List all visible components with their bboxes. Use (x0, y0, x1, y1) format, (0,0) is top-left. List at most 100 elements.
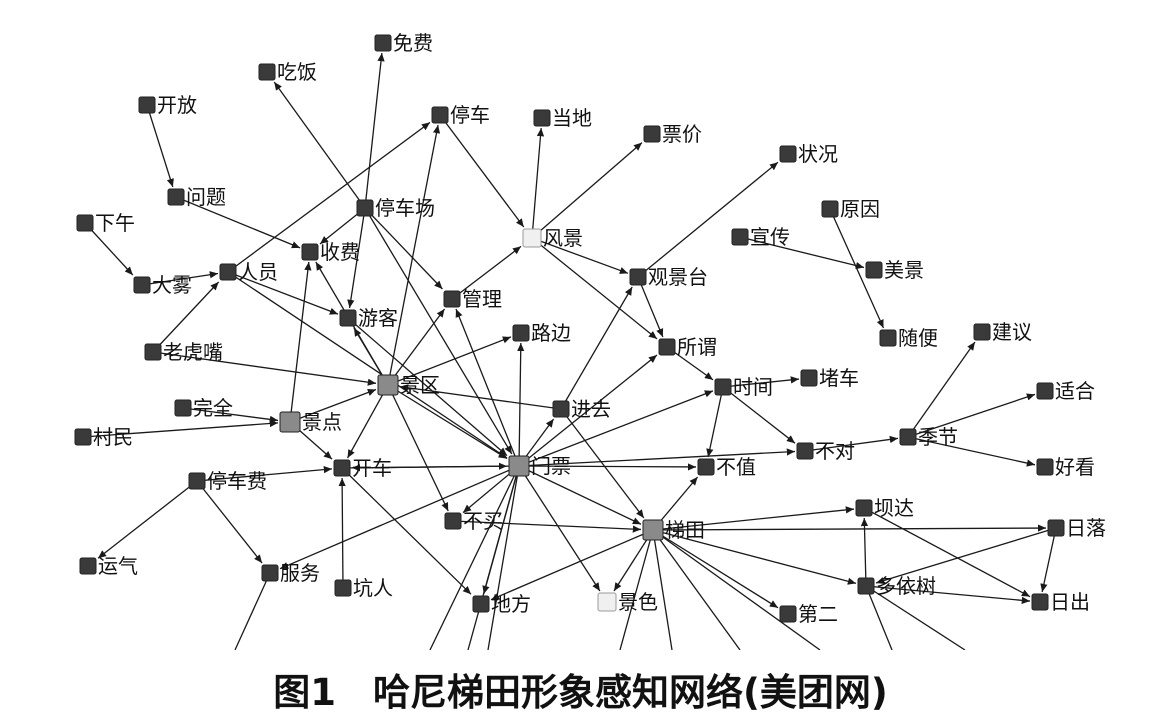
node-label: 收费 (320, 240, 360, 264)
node-label: 管理 (462, 287, 502, 311)
node-label: 开车 (352, 456, 392, 480)
node-景区: 景区 (377, 373, 440, 397)
node-景点: 景点 (279, 410, 342, 434)
edge-门票-服务 (279, 465, 520, 570)
edge-门票-景色 (518, 465, 601, 592)
node-marker (658, 338, 676, 356)
edge-季节-适合 (907, 393, 1036, 438)
edge-停车场-管理 (364, 207, 443, 290)
edge-门票-所谓 (518, 354, 658, 467)
edge-停车费-运气 (97, 480, 198, 559)
node-label: 问题 (186, 185, 226, 209)
edge-日落-日出 (1040, 527, 1057, 593)
edge-offscreen-梯田 (652, 529, 741, 650)
node-地方: 地方 (472, 592, 531, 616)
edge-不对-季节 (804, 435, 899, 452)
node-label: 停车场 (375, 196, 435, 220)
edge-完全-景点 (182, 407, 279, 423)
edge-layer (82, 52, 1057, 609)
node-marker (508, 455, 530, 477)
node-开放: 开放 (138, 93, 197, 117)
node-label: 坑人 (353, 576, 393, 600)
node-label: 停车费 (207, 469, 267, 493)
node-label: 多依树 (876, 574, 936, 598)
edge-时间-不值 (706, 386, 724, 458)
node-游客: 游客 (339, 306, 398, 330)
node-美景: 美景 (865, 258, 924, 282)
edge-季节-建议 (907, 341, 976, 438)
edge-游客-门票 (347, 317, 508, 457)
node-marker (629, 268, 647, 286)
node-label: 停车 (450, 103, 490, 127)
node-下午: 下午 (76, 211, 135, 235)
node-大雾: 大雾 (133, 273, 192, 297)
node-label: 游客 (358, 306, 398, 330)
edge-门票-时间 (518, 390, 714, 467)
edge-景区-停车 (387, 124, 441, 386)
node-随便: 随便 (879, 326, 938, 350)
node-当地: 当地 (533, 106, 592, 130)
node-吃饭: 吃饭 (258, 60, 317, 84)
node-label: 地方 (491, 592, 531, 616)
node-label: 坝达 (874, 496, 914, 520)
node-村民: 村民 (74, 425, 133, 449)
node-label: 适合 (1055, 379, 1095, 403)
node-marker (431, 106, 449, 124)
node-管理: 管理 (443, 287, 502, 311)
edge-多依树-日出 (865, 585, 1031, 604)
edge-问题-收费 (175, 196, 301, 249)
node-所谓: 所谓 (658, 335, 717, 359)
node-marker (472, 595, 490, 613)
node-marker (174, 399, 192, 417)
node-label: 景区 (400, 373, 440, 397)
edge-景区-不买 (387, 384, 449, 512)
node-marker (377, 374, 399, 396)
node-marker (76, 214, 94, 232)
node-marker (219, 263, 237, 281)
node-marker (855, 499, 873, 517)
edge-offscreen-多依树 (865, 585, 966, 650)
node-label: 风景 (543, 226, 583, 250)
edge-停车-风景 (439, 114, 525, 228)
node-不买: 不买 (444, 509, 503, 533)
node-停车场: 停车场 (356, 196, 435, 220)
node-label: 日落 (1066, 516, 1106, 540)
edge-管理-风景 (451, 245, 522, 300)
node-marker (643, 125, 661, 143)
node-marker (1036, 458, 1054, 476)
edge-村民-景点 (82, 419, 279, 438)
edge-停车场-吃饭 (273, 81, 366, 209)
node-label: 时间 (733, 375, 773, 399)
edge-季节-好看 (907, 436, 1036, 467)
node-堵车: 堵车 (800, 366, 859, 390)
node-label: 不值 (716, 455, 756, 479)
node-坑人: 坑人 (334, 576, 393, 600)
edge-停车场-游客 (347, 207, 366, 309)
node-marker (261, 564, 279, 582)
node-景色: 景色 (597, 590, 658, 614)
edge-景区-路边 (387, 336, 512, 386)
node-观景台: 观景台 (629, 265, 708, 289)
node-label: 好看 (1055, 455, 1095, 479)
edge-时间-堵车 (722, 376, 800, 388)
node-状况: 状况 (779, 142, 838, 166)
edge-老虎嘴-人员 (152, 281, 220, 353)
node-marker (167, 188, 185, 206)
node-完全: 完全 (174, 396, 233, 420)
node-建议: 建议 (973, 320, 1032, 344)
edge-日落-多依树 (875, 527, 1057, 585)
node-marker (301, 243, 319, 261)
node-多依树: 多依树 (857, 574, 936, 598)
node-人员: 人员 (219, 260, 278, 284)
node-marker (374, 34, 392, 52)
node-label: 所谓 (677, 335, 717, 359)
node-layer: 免费吃饭开放停车当地票价状况问题停车场原因下午风景宣传收费人员大雾观景台美景管理… (74, 31, 1106, 626)
edge-offscreen-梯田 (652, 529, 673, 650)
edge-门票-不对 (518, 448, 796, 467)
node-label: 老虎嘴 (163, 340, 223, 364)
node-免费: 免费 (374, 31, 433, 55)
network-diagram: 免费吃饭开放停车当地票价状况问题停车场原因下午风景宣传收费人员大雾观景台美景管理… (74, 31, 1106, 650)
node-marker (796, 442, 814, 460)
edge-景点-收费 (289, 261, 312, 423)
node-票价: 票价 (643, 122, 702, 146)
